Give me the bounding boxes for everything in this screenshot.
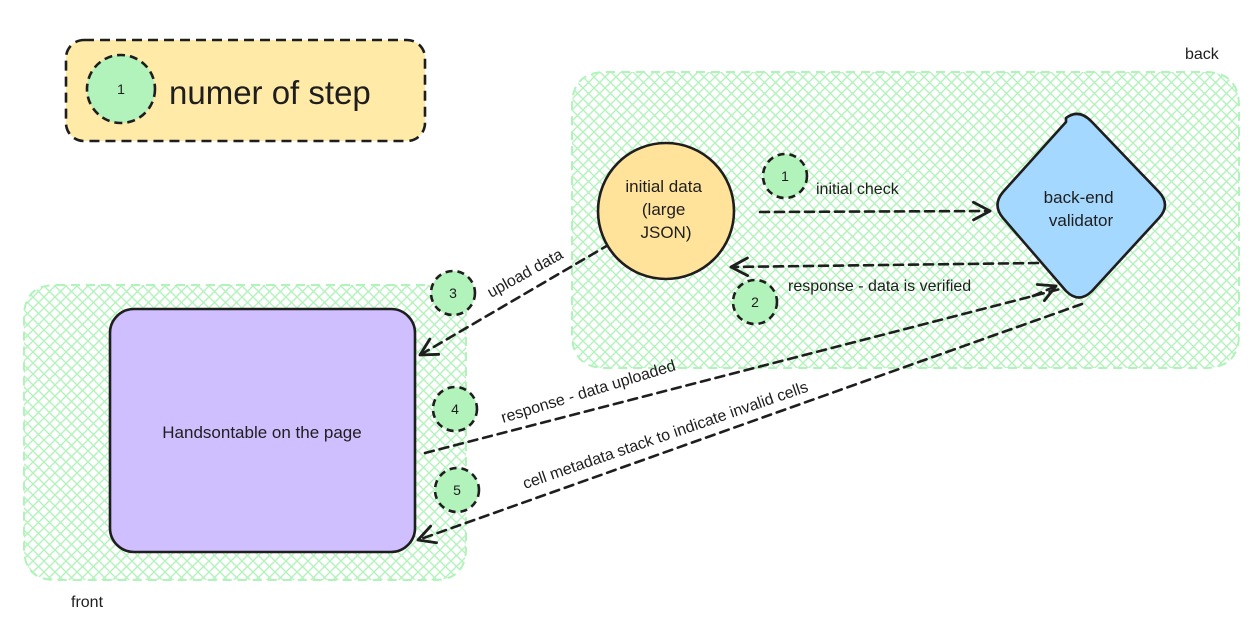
front-zone-label: front — [71, 594, 104, 611]
edge-data-verified — [729, 256, 1040, 278]
edge-label-initial-check: initial check — [816, 181, 900, 198]
initial-data-line-1: initial data — [625, 177, 702, 196]
step-4-number: 4 — [451, 401, 459, 417]
initial-data-label: initial data (large JSON) — [625, 177, 706, 242]
step-3-number: 3 — [449, 285, 457, 301]
legend-step-number: 1 — [117, 81, 125, 97]
legend-step-marker — [85, 53, 157, 125]
step-1-number: 1 — [781, 168, 789, 184]
validator-line-1: back-end — [1044, 188, 1114, 207]
edge-initial-check — [758, 200, 992, 222]
step-2-marker — [731, 278, 779, 326]
step-5-marker — [433, 466, 481, 514]
edge-cell-metadata — [416, 302, 1084, 545]
validator-line-2: validator — [1049, 211, 1114, 230]
edge-upload-data — [418, 242, 612, 357]
handsontable-label: Handsontable on the page — [162, 423, 361, 442]
step-1-marker — [761, 152, 809, 200]
edge-data-uploaded — [423, 285, 1070, 455]
validator-label: back-end validator — [1044, 188, 1119, 230]
edge-label-data-verified: response - data is verified — [788, 278, 971, 295]
step-5-number: 5 — [453, 482, 461, 498]
legend-box — [64, 38, 427, 143]
legend-text: numer of step — [169, 74, 371, 111]
handsontable-node — [108, 307, 417, 554]
step-4-marker — [431, 385, 479, 433]
back-zone-label: back — [1185, 46, 1220, 63]
step-2-number: 2 — [751, 294, 759, 310]
initial-data-line-2: (large — [642, 200, 685, 219]
initial-data-line-3: JSON) — [641, 223, 692, 242]
validator-node — [996, 112, 1167, 299]
initial-data-node — [596, 141, 736, 281]
edge-label-data-uploaded: response - data uploaded — [499, 358, 678, 427]
step-3-marker — [429, 269, 477, 317]
